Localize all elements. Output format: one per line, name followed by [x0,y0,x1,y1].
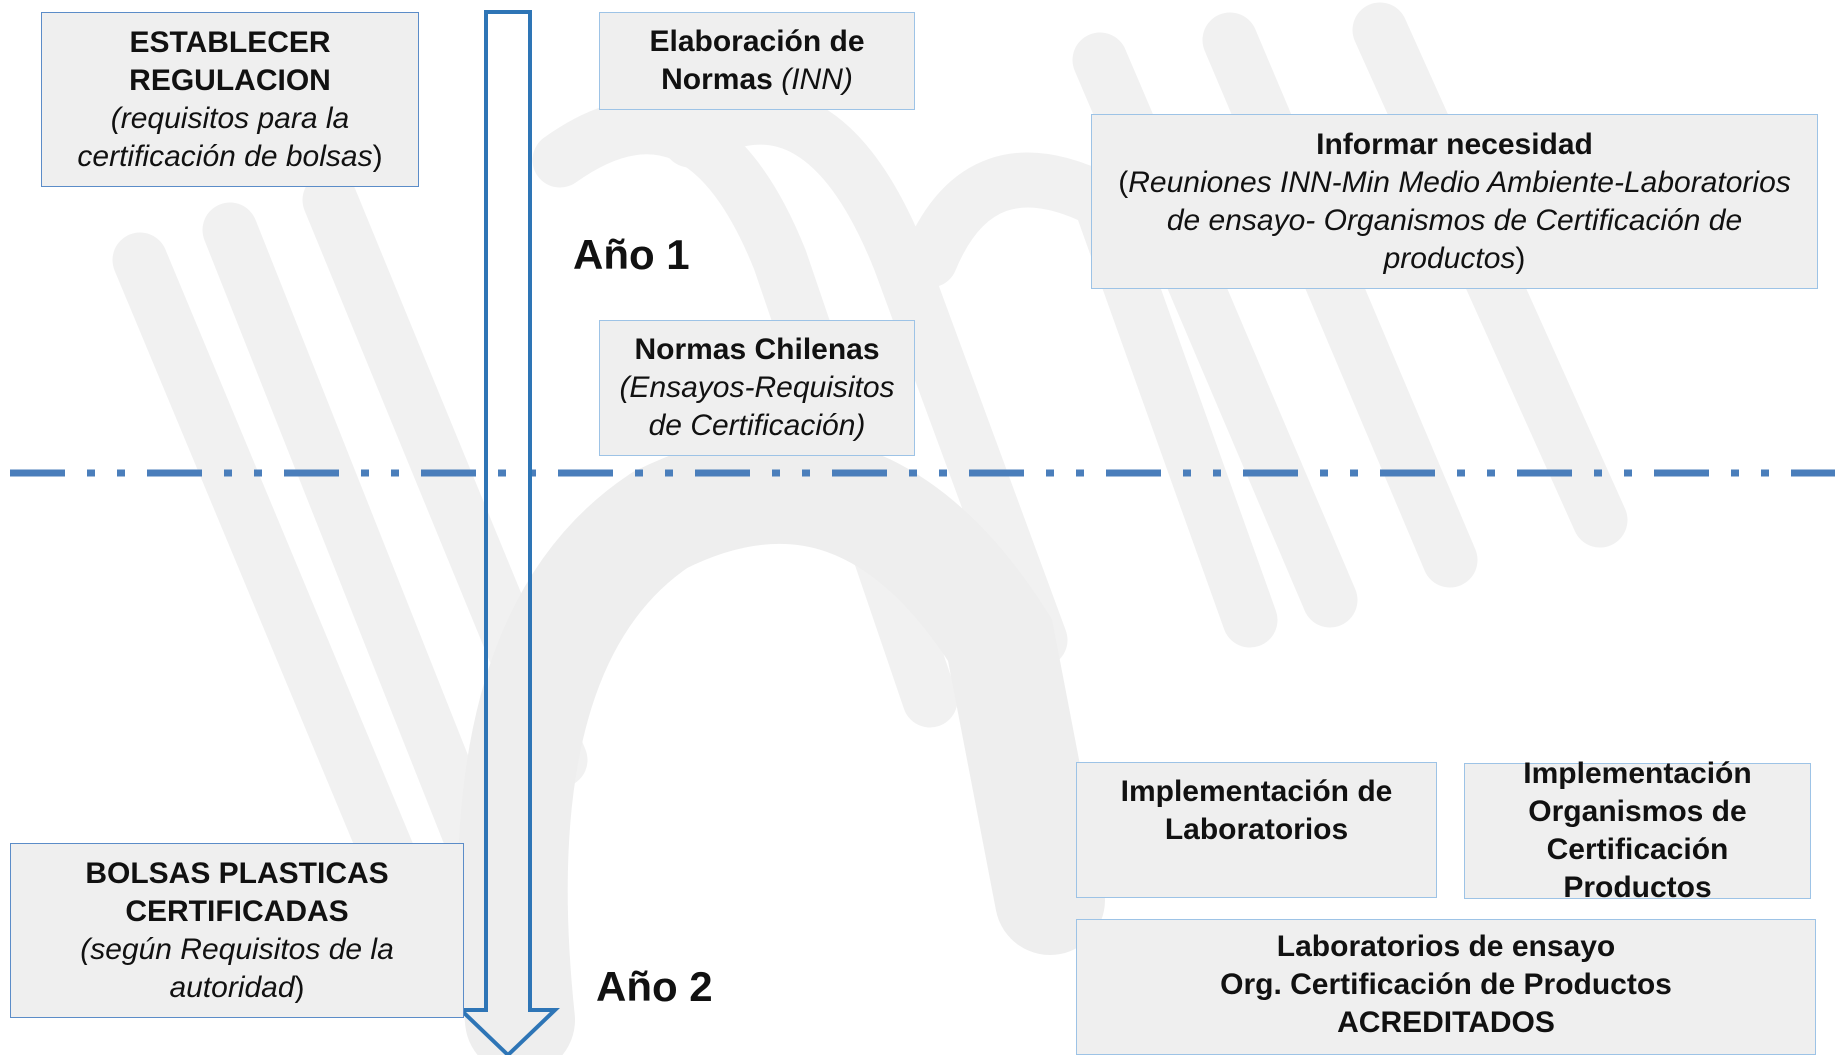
bolsas-sub-line1: (según Requisitos de la [80,932,394,966]
year-2-label: Año 2 [596,963,713,1010]
establecer-sub-line1: (requisitos para la [110,101,350,135]
year-1-label: Año 1 [573,231,690,278]
establecer-sub-line2-text: certificación de bolsas [77,139,373,173]
bolsas-close-paren: ) [294,970,305,1004]
elaboracion-line2: Normas (INN) [661,61,853,99]
establecer-close-paren: ) [372,139,383,173]
normas-chilenas-line2: de Certificación) [648,409,866,442]
box-implementacion-laboratorios: Implementación de Laboratorios [1076,762,1437,898]
box-establecer-regulacion: ESTABLECER REGULACION (requisitos para l… [41,12,419,187]
bolsas-sub-line2: autoridad) [169,969,304,1007]
bolsas-title-line1: BOLSAS PLASTICAS [85,856,389,890]
box-informar-necesidad: Informar necesidad (Reuniones INN-Min Me… [1091,114,1818,289]
box-normas-chilenas: Normas Chilenas (Ensayos-Requisitos de C… [599,320,915,456]
normas-chilenas-title: Normas Chilenas [634,333,880,366]
impl-org-line3: Certificación Productos [1546,833,1729,904]
informar-open-paren: ( [1118,165,1129,199]
establecer-sub-line2: certificación de bolsas) [77,138,382,176]
informar-line3-text: productos [1383,241,1516,275]
acreditados-line2: Org. Certificación de Productos [1220,968,1672,1001]
informar-close-paren: ) [1515,241,1526,275]
elaboracion-line1: Elaboración de [649,25,865,58]
informar-line2: de ensayo- Organismos de Certificación d… [1166,203,1743,237]
box-acreditados: Laboratorios de ensayo Org. Certificació… [1076,919,1816,1055]
elaboracion-normas-word: Normas [661,63,773,96]
impl-lab-line1: Implementación de [1120,775,1393,808]
informar-line1-text: Reuniones INN-Min Medio Ambiente-Laborat… [1128,165,1791,199]
impl-org-line2: Organismos de [1528,795,1747,828]
acreditados-line1: Laboratorios de ensayo [1276,930,1616,963]
normas-chilenas-line1: (Ensayos-Requisitos [619,371,895,404]
establecer-title-line1: ESTABLECER [129,25,331,59]
bolsas-sub-line2-text: autoridad [169,970,295,1004]
box-implementacion-organismos: Implementación Organismos de Certificaci… [1464,757,1811,904]
impl-org-line1: Implementación [1523,757,1752,790]
informar-line1: (Reuniones INN-Min Medio Ambiente-Labora… [1118,164,1791,202]
bolsas-title-line2: CERTIFICADAS [125,894,349,928]
elaboracion-inn: (INN) [781,63,853,96]
informar-line3: productos) [1384,240,1526,278]
box-elaboracion-normas: Elaboración de Normas (INN) [599,12,915,110]
informar-title: Informar necesidad [1316,127,1593,161]
timeline-down-arrow [456,10,560,1055]
impl-lab-line2: Laboratorios [1164,813,1349,846]
box-bolsas-certificadas: BOLSAS PLASTICAS CERTIFICADAS (según Req… [10,843,464,1018]
establecer-title-line2: REGULACION [129,63,331,97]
acreditados-line3: ACREDITADOS [1337,1006,1555,1039]
